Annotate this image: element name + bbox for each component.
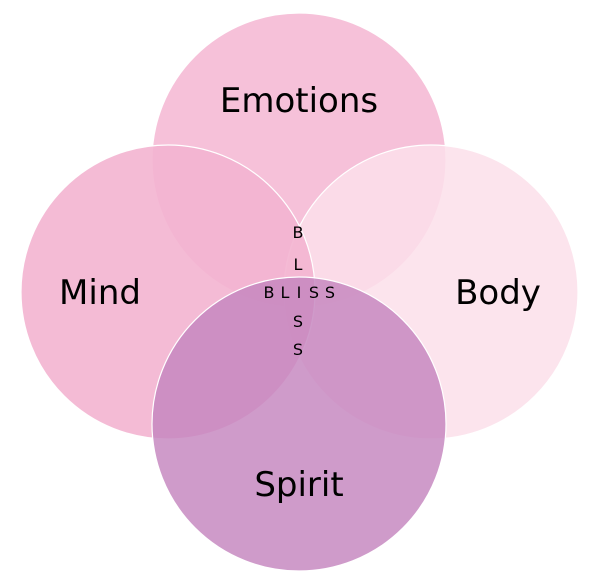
bliss-horizontal-letter: S [325,283,335,302]
bliss-horizontal-letter: L [281,283,290,302]
bliss-vertical-letter: L [294,255,303,274]
bliss-horizontal-letter: S [309,283,319,302]
label-spirit: Spirit [254,465,343,505]
bliss-vertical-letter: B [293,223,304,242]
label-body: Body [455,273,541,313]
bliss-horizontal-letter: B [264,283,275,302]
label-mind: Mind [59,273,141,313]
bliss-vertical-letter: S [293,312,303,331]
bliss-horizontal-letter: I [297,283,302,302]
bliss-vertical-letter: S [293,340,303,359]
circle-spirit [151,276,447,572]
label-emotions: Emotions [220,81,378,121]
